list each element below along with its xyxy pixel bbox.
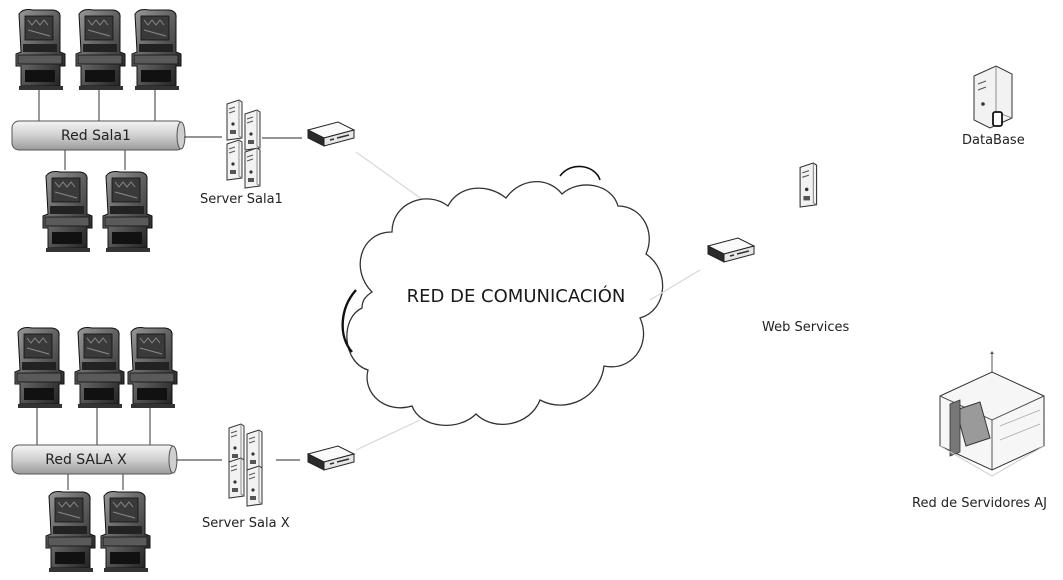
aj-servers-label: Red de Servidores AJ — [912, 496, 1047, 511]
server-label: Server Sala1 — [200, 192, 283, 207]
network-sala1: Red Sala1 Server Sala1 — [11, 9, 431, 253]
cloud-red-comunicacion: RED DE COMUNICACIÓN — [341, 165, 664, 426]
slot-machine-icon — [42, 171, 93, 253]
network-sala-x: Red SALA X Server Sala X — [11, 327, 421, 573]
server-tower-icon — [246, 429, 263, 471]
router-icon — [307, 445, 355, 471]
web-services-label: Web Services — [762, 320, 850, 335]
router-icon — [707, 237, 755, 263]
server-sala-x — [228, 423, 263, 507]
router-icon — [307, 121, 355, 147]
slot-machine-icon — [131, 9, 182, 91]
building-icon — [939, 351, 1045, 477]
slot-machine-icon — [102, 171, 153, 253]
slot-machine-icon — [74, 327, 125, 409]
slot-machine-icon — [45, 491, 96, 573]
slot-machine-icon — [127, 327, 178, 409]
bus2-connectors — [36, 408, 151, 490]
server-tower-icon — [244, 147, 261, 189]
web-services: Web Services — [707, 162, 850, 335]
server-tower-icon — [226, 139, 243, 181]
server-tower-icon — [244, 109, 261, 151]
server-tower-icon — [228, 457, 245, 499]
bus-red-sala-x: Red SALA X — [11, 444, 178, 475]
slot-machine-icon — [15, 9, 66, 91]
server-tower-icon — [246, 465, 263, 507]
bus-label: Red Sala1 — [61, 128, 131, 144]
database: DataBase — [962, 65, 1025, 148]
server-tower-icon — [226, 99, 243, 141]
bus-red-sala1: Red Sala1 — [11, 120, 186, 151]
server-sala1 — [226, 99, 261, 189]
slot-machine-icon — [14, 327, 65, 409]
database-icon — [973, 65, 1013, 129]
slot-machine-icon — [100, 491, 151, 573]
cloud-icon — [346, 181, 664, 426]
database-label: DataBase — [962, 133, 1025, 148]
bus1-connectors — [38, 88, 156, 170]
bus-label: Red SALA X — [45, 452, 127, 468]
server-label: Server Sala X — [202, 516, 290, 531]
server-tower-icon — [799, 162, 818, 208]
cloud-label: RED DE COMUNICACIÓN — [407, 285, 626, 307]
slot-machine-icon — [75, 9, 126, 91]
aj-servers: Red de Servidores AJ — [912, 351, 1047, 511]
